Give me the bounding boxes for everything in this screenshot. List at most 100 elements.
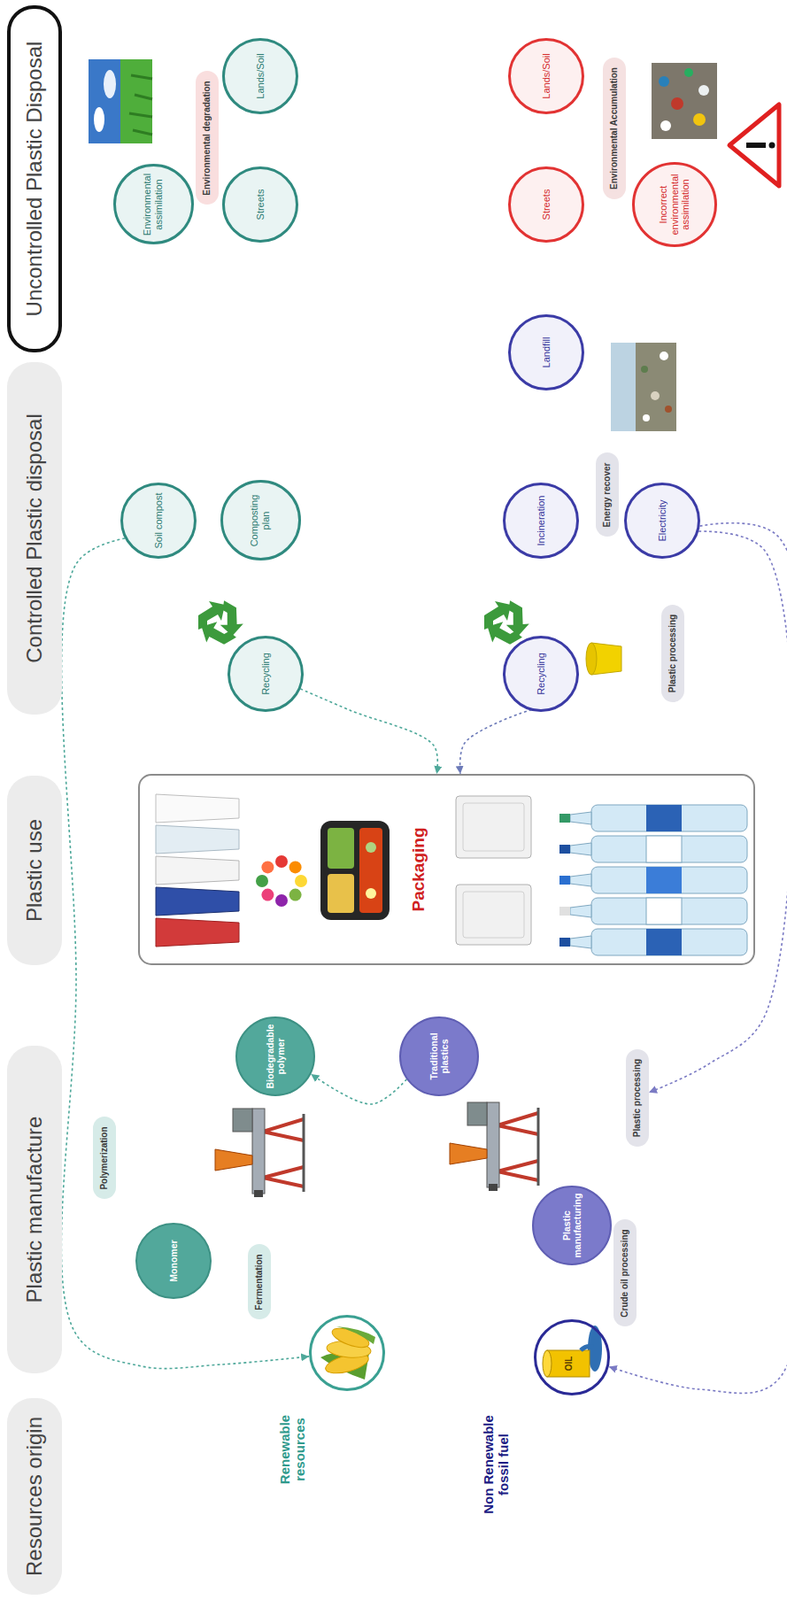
landfill-photo [640,365,649,373]
header-text: Plastic manufacture [22,1116,47,1304]
yellow-bin [586,642,622,675]
globe-and-grass-photo [129,75,153,135]
packaging-pictures [646,928,682,956]
circle-outline [509,39,584,114]
header-text: Plastic use [22,818,47,922]
circle-outline [223,168,298,242]
circle-text: Recycling [260,652,272,695]
process-circle: Recycling [227,635,304,712]
flow-arrow [300,688,438,774]
resource-label: Renewable resources [277,1399,309,1499]
globe-and-grass-photo [88,59,121,144]
flow-arrow [310,1073,407,1104]
garbage-photo [693,113,706,126]
circle-outline [122,484,196,558]
flow-arrow [648,531,787,1093]
packaging-pictures [646,804,682,832]
oil-barrel-illustration [547,1350,590,1377]
packaging-pictures [591,897,748,925]
header-text: Controlled Plastic disposal [22,413,47,663]
packaging-pictures [155,794,240,823]
packaging-pictures [155,794,748,956]
column-header: Plastic use [7,775,62,965]
circle-text: Landfill [540,337,553,369]
circle-outline [535,1320,610,1395]
packaging-pictures [155,825,240,854]
circle-outline [136,1223,211,1298]
packaging-pictures [289,860,302,873]
packaging-pictures [559,906,571,916]
landfill-photo [610,342,636,432]
column-header: Resources origin [7,1397,62,1595]
circle-outline [400,1017,479,1096]
process-circle: Monomer [135,1222,212,1299]
circle-text: Lands/Soil [254,53,267,99]
circle-text: Incineration [535,495,548,547]
circle-outline [310,1316,385,1390]
panel-title: Packaging [408,826,429,911]
header-text: Resources origin [22,1416,47,1576]
landfill-photo [650,391,660,401]
process-circle: Incineration [502,482,579,559]
circle-text: Composting plan [248,487,271,554]
packaging-pictures [327,827,355,869]
process-circle: Electricity [624,482,701,559]
garbage-photo [660,120,672,132]
box-outline [613,1219,637,1328]
circle-text: Lands/Soil [540,53,553,99]
flow-arrow [609,523,787,1394]
step-pill: Fermentation [247,1244,271,1320]
box-outline [138,774,755,965]
pill-text: Plastic processing [667,614,679,693]
landfill-photo [664,405,672,413]
step-pill: Polymerization [92,1117,116,1200]
pill-text: Energy recover [601,462,613,528]
warning-triangle [729,104,780,186]
garbage-photo [651,62,718,139]
packaging-pictures [365,841,377,853]
circle-text: Traditional plastics [428,1023,450,1089]
packaging-pictures [559,937,571,947]
garbage-photo [651,62,718,139]
node-outline [138,773,756,965]
warning-triangle [729,104,780,186]
box-outline [602,57,626,200]
flow-arrow [61,538,309,1369]
circle-text: Monomer [168,1239,179,1281]
packaging-pictures [462,891,525,938]
process-circle: Streets [222,166,299,243]
landfill-photo [659,351,669,361]
packaging-pictures [359,827,383,913]
packaging-pictures [559,844,571,854]
process-circle: Biodegradable polymer [235,1016,316,1096]
circle-text: Recycling [535,652,548,695]
column-header: Controlled Plastic disposal [7,362,62,715]
packaging-pictures [155,887,240,916]
warning-triangle [746,142,766,148]
box-outline [247,1244,271,1320]
box-outline [7,362,62,715]
packaging-pictures [646,866,682,894]
packaging-pictures [570,935,592,949]
circle-outline [223,39,298,114]
box-outline [195,71,219,206]
oil-barrel-illustration [542,1350,552,1377]
corn-illustration [320,1324,376,1380]
landfill-photo [610,342,677,432]
packaging-pictures [570,811,592,825]
extruder-machine [449,1102,539,1191]
packaging-pictures [155,918,240,947]
pill-text: Plastic processing [632,1058,643,1137]
oil-barrel-illustration [580,1346,594,1351]
flow-arrow [460,709,532,774]
circle-outline [229,637,303,711]
circle-outline [504,637,579,711]
circle-text: Biodegradable polymer [264,1023,286,1089]
process-circle: Traditional plastics [399,1016,479,1096]
packaging-pictures [275,855,288,868]
packaging-pictures [570,873,592,887]
box-outline [595,453,619,538]
process-circle: Recycling [502,635,579,712]
packaging-pictures [559,813,571,823]
circle-text: Plastic manufacturing [561,1192,583,1258]
